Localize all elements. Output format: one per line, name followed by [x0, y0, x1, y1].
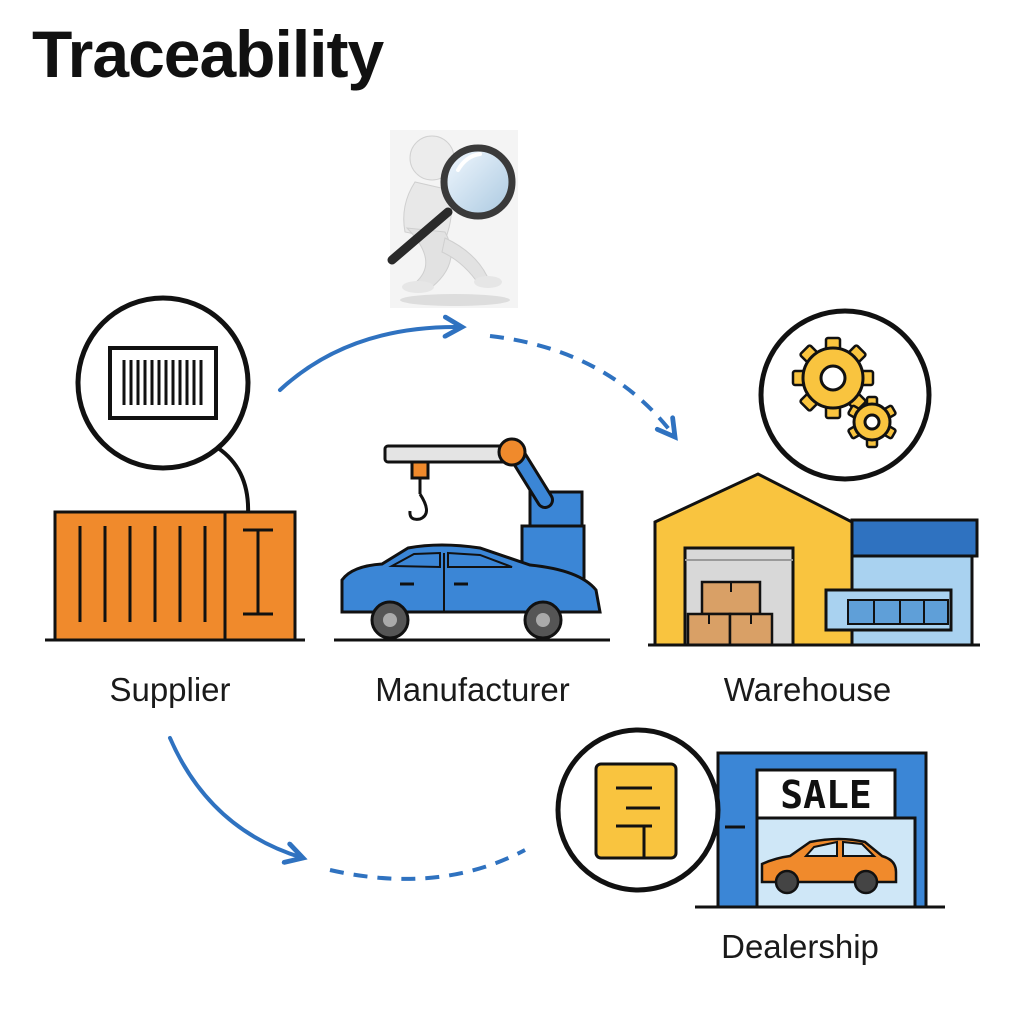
barcode-connector: [216, 446, 251, 516]
page-title: Traceability: [32, 17, 384, 91]
car-crane-icon: [334, 437, 610, 642]
dealership-icon: [695, 751, 945, 909]
flow-arrow-bottom: [168, 736, 526, 881]
barcode-icon: [75, 295, 251, 471]
gears-icon: [758, 308, 932, 482]
dealership-label: Dealership: [721, 928, 879, 965]
flow-arrow-top: [278, 314, 678, 441]
supplier-label: Supplier: [109, 671, 231, 708]
magnifier-person-icon: [387, 130, 518, 308]
warehouse-label: Warehouse: [723, 671, 892, 708]
sale-sign-text: SALE: [780, 773, 872, 817]
document-icon: [555, 727, 721, 893]
shipping-container-icon: [45, 510, 305, 642]
warehouse-icon: [648, 472, 980, 647]
manufacturer-label: Manufacturer: [375, 671, 570, 708]
